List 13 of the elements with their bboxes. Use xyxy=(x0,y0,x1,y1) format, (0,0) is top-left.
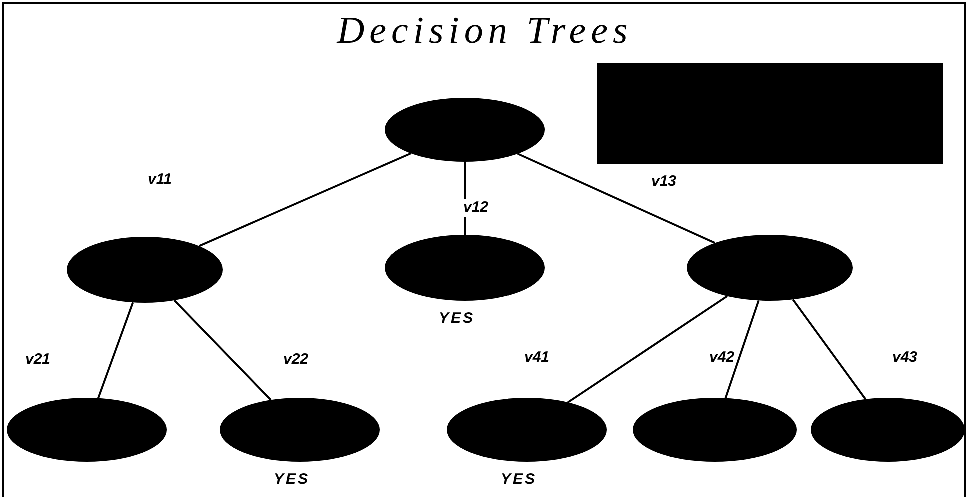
connector-line xyxy=(98,302,134,399)
connector-line xyxy=(518,153,716,244)
edge-label: v12 xyxy=(462,199,490,217)
leaf-result-label: YES xyxy=(274,471,310,489)
connector-line xyxy=(792,299,866,400)
edge-label: v42 xyxy=(708,349,736,367)
connector-line xyxy=(198,152,412,248)
connector-line xyxy=(174,300,272,401)
leaf-result-label: YES xyxy=(439,310,475,328)
leaf-result-label: YES xyxy=(501,471,537,489)
connector-line xyxy=(724,300,760,399)
title: Decision Trees xyxy=(336,9,634,54)
connector-line xyxy=(568,296,728,404)
